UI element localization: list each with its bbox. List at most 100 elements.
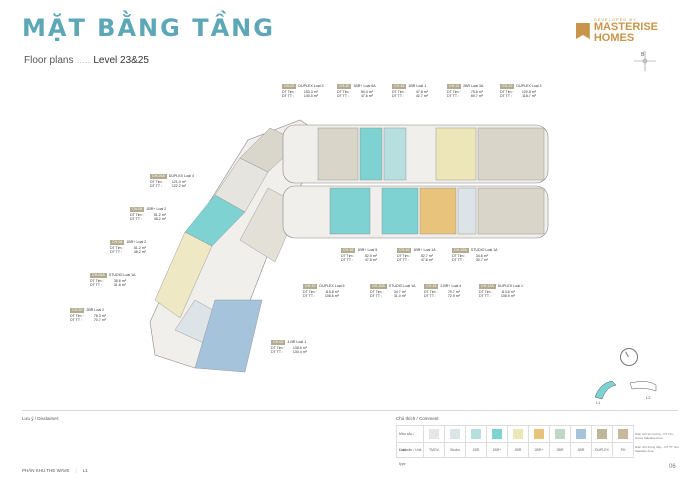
disclaimer-heading: Lưu ý / Disclaimer: bbox=[22, 416, 60, 421]
area-net-label: DT TT : bbox=[452, 258, 464, 263]
legend-label: 2BR+ bbox=[529, 442, 549, 457]
area-net: 30.7 m² bbox=[475, 258, 488, 263]
unit-code: CH-03 bbox=[70, 308, 85, 313]
block-key-map: L1 L2 bbox=[594, 380, 657, 405]
area-gross-label: DT Tim : bbox=[452, 253, 466, 258]
area-net-label: DT TT : bbox=[271, 350, 283, 355]
area-net: 48.2 m² bbox=[133, 250, 146, 255]
unit-type: 2BR Loại 2 bbox=[86, 308, 105, 312]
unit-code: CH-12 bbox=[500, 84, 515, 89]
unit-code: CH-10 bbox=[303, 284, 318, 289]
legend-label: 1BR bbox=[466, 442, 486, 457]
legend-swatch bbox=[618, 429, 628, 439]
legend-color-label: Màu sắc / Color bbox=[397, 426, 423, 452]
unit-code: CH-08 bbox=[130, 207, 145, 212]
legend-item: 2BR+ bbox=[528, 426, 549, 457]
divider bbox=[22, 410, 678, 411]
legend-item: Studio bbox=[444, 426, 465, 457]
compass-icon: B bbox=[634, 51, 656, 71]
footer: PHÂN KHU THE WAVE|L1 bbox=[22, 468, 88, 473]
legend-label: Studio bbox=[445, 442, 465, 457]
area-net-label: DT TT : bbox=[303, 294, 315, 299]
unit-type: 1BR+ Loại 1A bbox=[413, 248, 436, 252]
area-gross-label: DT Tim : bbox=[337, 89, 351, 94]
area-net-label: DT TT : bbox=[392, 94, 404, 99]
key-l1: L1 bbox=[596, 400, 601, 405]
unit-code: CH-16 bbox=[397, 248, 412, 253]
legend-item: PH bbox=[612, 426, 633, 457]
area-gross-label: DT Tim : bbox=[447, 89, 461, 94]
area-net-label: DT TT : bbox=[500, 94, 512, 99]
unit-type: DUPLEX Loại 3 bbox=[516, 84, 542, 88]
area-net: 47.6 m² bbox=[360, 94, 373, 99]
legend-item: 1BR bbox=[465, 426, 486, 457]
legend-swatch bbox=[471, 429, 481, 439]
area-net-label: DT TT : bbox=[150, 184, 162, 189]
unit-code: CH-12A bbox=[479, 284, 496, 289]
area-net: 122.2 m² bbox=[171, 184, 186, 189]
area-net-label: DT TT : bbox=[447, 94, 459, 99]
subtitle-text: Floor plans bbox=[24, 55, 74, 66]
unit-type: DUPLEX Loại 5 bbox=[319, 284, 345, 288]
unit-type: DUPLEX Loại 3 bbox=[298, 84, 324, 88]
page-number: 06 bbox=[669, 464, 676, 470]
area-net: 108.6 m² bbox=[324, 294, 339, 299]
legend-swatch bbox=[555, 429, 565, 439]
legend-item: 2BR bbox=[507, 426, 528, 457]
area-net: 140.5 m² bbox=[303, 94, 318, 99]
area-net: 69.7 m² bbox=[470, 94, 483, 99]
area-gross: 35.6 m² bbox=[113, 278, 126, 283]
unit-code: CH-09A bbox=[150, 174, 167, 179]
area-gross-label: DT Tim : bbox=[150, 179, 164, 184]
area-gross-label: DT Tim : bbox=[370, 289, 384, 294]
area-net-label: DT TT : bbox=[70, 318, 82, 323]
area-net: 118.7 m² bbox=[522, 94, 536, 99]
unit-type: 4 BR Loại 1 bbox=[287, 340, 307, 344]
area-net: 42.7 m² bbox=[415, 94, 428, 99]
legend-swatch bbox=[492, 429, 502, 439]
area-gross-label: DT Tim : bbox=[341, 253, 355, 258]
legend-swatch bbox=[429, 429, 439, 439]
area-gross-label: DT Tim : bbox=[70, 313, 84, 318]
unit-type: 1BR Loại 1 bbox=[408, 84, 427, 88]
unit-type: DUPLEX Loại 1 bbox=[497, 284, 523, 288]
note-gross-area: Diện tích tim tường - DT Tim: Gross Sale… bbox=[635, 432, 674, 440]
area-net-label: DT TT : bbox=[397, 258, 409, 263]
unit-code: CH-18 bbox=[392, 84, 407, 89]
legend-item: DUPLEX bbox=[591, 426, 612, 457]
legend-item: TMDV bbox=[423, 426, 444, 457]
unit-type: STUDIO Loại 1A bbox=[108, 273, 136, 277]
unit-type: 1BR+ Loại 2 bbox=[146, 207, 167, 211]
area-gross: 50.4 m² bbox=[360, 89, 373, 94]
area-net: 31.8 m² bbox=[113, 283, 126, 288]
unit-code: CH-18 bbox=[341, 248, 356, 253]
unit-code: CH-15 bbox=[424, 284, 439, 289]
area-gross: 79.7 m² bbox=[447, 289, 460, 294]
clock-icon bbox=[620, 348, 638, 366]
legend-row-labels: Màu sắc / Color Loại căn / Unit type bbox=[397, 426, 423, 466]
note-net-area: Diện tích thông thủy - DT TT: Net Saleab… bbox=[635, 445, 679, 453]
logo-caption: DEVELOPED BY bbox=[593, 17, 637, 22]
area-gross-label: DT Tim : bbox=[282, 89, 296, 94]
unit-type: STUDIO Loại 1A bbox=[470, 248, 498, 252]
area-net: 70.7 m² bbox=[93, 318, 106, 323]
area-gross-label: DT Tim : bbox=[424, 289, 438, 294]
area-gross: 113.8 m² bbox=[501, 289, 515, 294]
area-gross: 51.2 m² bbox=[133, 245, 146, 250]
unit-code: CH-15A bbox=[452, 248, 469, 253]
legend-label: 3BR bbox=[550, 442, 570, 457]
area-gross: 75.6 m² bbox=[470, 89, 483, 94]
compass-label: B bbox=[641, 52, 645, 58]
unit-type: 2.BR+ Loại 4 bbox=[440, 284, 462, 288]
area-net: 130.4 m² bbox=[292, 350, 307, 355]
subtitle-dots: ..... bbox=[76, 55, 91, 66]
legend-type-label: Loại căn / Unit type bbox=[399, 448, 422, 466]
